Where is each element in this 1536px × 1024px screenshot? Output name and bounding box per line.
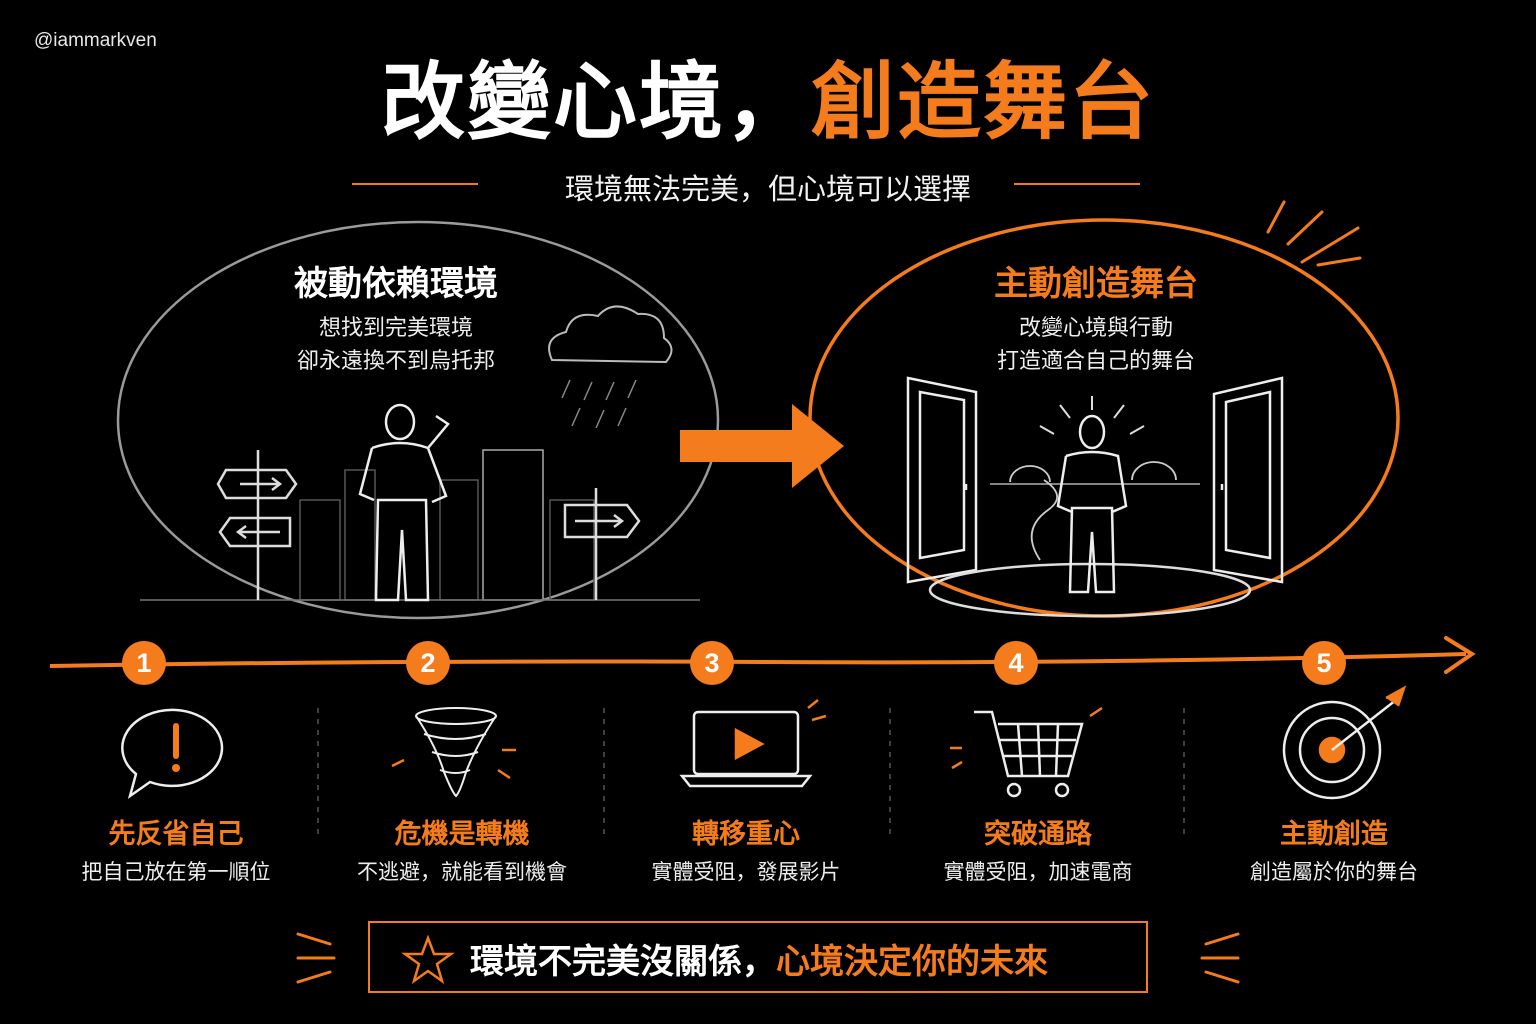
speech-bubble-exclamation-icon bbox=[121, 708, 224, 800]
author-handle: @iammarkven bbox=[34, 30, 157, 51]
banner-text: 環境不完美沒關係，心境決定你的未來 bbox=[470, 934, 1048, 983]
person-confident bbox=[1056, 414, 1128, 594]
left-panel-line: 卻永遠換不到烏托邦 bbox=[296, 349, 495, 374]
signpost-left bbox=[216, 450, 298, 600]
step-title: 先反省自己 bbox=[108, 819, 244, 850]
tornado-icon bbox=[391, 707, 516, 798]
target-arrow-icon bbox=[1282, 685, 1407, 800]
left-panel-desc: 想找到完美環境 卻永遠換不到烏托邦 bbox=[186, 312, 606, 378]
step-title: 危機是轉機 bbox=[394, 819, 530, 850]
title-orange: 創造舞台 bbox=[811, 53, 1156, 151]
step-number: 4 bbox=[994, 641, 1038, 685]
subtitle-rules bbox=[352, 183, 1140, 185]
bottom-banner bbox=[368, 921, 1148, 993]
banner-white: 環境不完美沒關係， bbox=[470, 942, 776, 982]
step-number: 5 bbox=[1302, 641, 1346, 685]
step-dividers bbox=[317, 708, 1185, 840]
person-confused bbox=[358, 403, 450, 602]
subtitle: 環境無法完美，但心境可以選擇 bbox=[564, 172, 971, 206]
rays bbox=[1039, 396, 1145, 435]
arrow-right-icon bbox=[680, 404, 844, 488]
right-panel-title: 主動創造舞台 bbox=[994, 264, 1198, 304]
sparkle-lines bbox=[1266, 200, 1362, 267]
shopping-cart-icon bbox=[950, 706, 1103, 798]
right-panel-desc: 改變心境與行動 打造適合自己的舞台 bbox=[886, 312, 1306, 378]
door-right bbox=[1212, 376, 1284, 584]
right-panel-line: 打造適合自己的舞台 bbox=[996, 349, 1195, 374]
step-desc: 實體受阻，加速電商 bbox=[943, 860, 1133, 884]
left-panel-line: 想找到完美環境 bbox=[318, 316, 473, 341]
step-number: 1 bbox=[122, 641, 166, 685]
right-panel-line: 改變心境與行動 bbox=[1018, 316, 1173, 341]
step-desc: 不逃避，就能看到機會 bbox=[357, 860, 567, 884]
step-title: 轉移重心 bbox=[692, 819, 800, 850]
left-ellipse bbox=[116, 220, 720, 620]
star-icon bbox=[401, 934, 455, 985]
banner-orange: 心境決定你的未來 bbox=[776, 942, 1048, 982]
step-desc: 實體受阻，發展影片 bbox=[651, 860, 841, 884]
laptop-play-icon bbox=[679, 699, 827, 788]
page-title: 改變心境，創造舞台 bbox=[0, 52, 1536, 152]
banner-sparkles bbox=[296, 932, 1240, 984]
title-white: 改變心境， bbox=[380, 53, 811, 151]
signpost-right bbox=[563, 488, 641, 600]
timeline bbox=[49, 636, 1476, 674]
left-panel-title: 被動依賴環境 bbox=[294, 264, 498, 304]
rain-cloud-icon bbox=[548, 305, 673, 429]
step-desc: 把自己放在第一順位 bbox=[81, 860, 271, 884]
step-number: 2 bbox=[406, 641, 450, 685]
door-left bbox=[906, 376, 978, 584]
step-number: 3 bbox=[690, 641, 734, 685]
step-desc: 創造屬於你的舞台 bbox=[1250, 860, 1418, 884]
step-title: 突破通路 bbox=[984, 819, 1092, 850]
step-title: 主動創造 bbox=[1280, 819, 1388, 850]
sunrise bbox=[990, 461, 1200, 561]
